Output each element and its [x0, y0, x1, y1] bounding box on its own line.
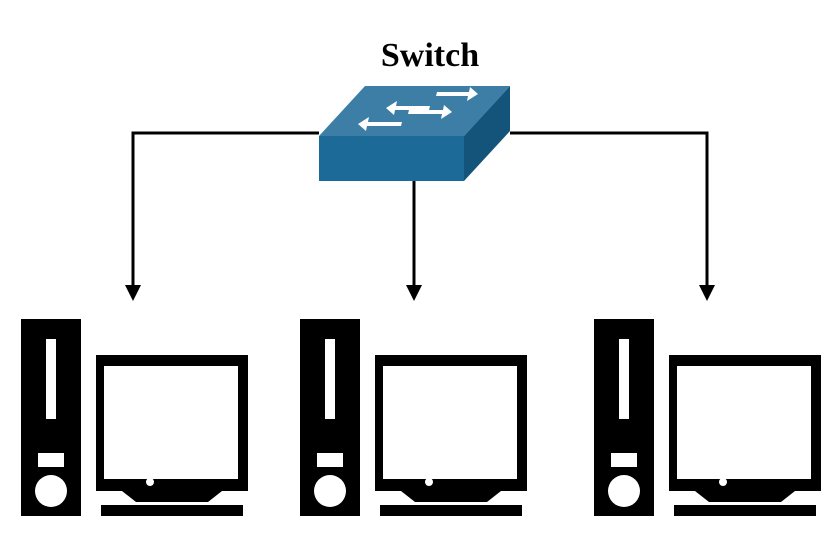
- link-left: [131, 131, 319, 290]
- desktop-computer-icon: [21, 319, 248, 516]
- network-links: [131, 131, 709, 290]
- desktop-computer-icon: [594, 319, 821, 516]
- computer-right: [594, 319, 821, 516]
- switch-arrows-icon: [358, 87, 478, 131]
- network-switch-icon: [319, 86, 510, 181]
- switch-front: [319, 136, 464, 181]
- switch-label: Switch: [381, 37, 479, 74]
- arrowhead-left: [125, 285, 141, 301]
- switch-side: [464, 86, 510, 181]
- link-arrowheads: [125, 285, 715, 301]
- computer-left: [21, 319, 248, 516]
- desktop-computer-icon: [300, 319, 527, 516]
- arrowhead-right: [699, 285, 715, 301]
- computer-center: [300, 319, 527, 516]
- link-right: [510, 131, 709, 290]
- arrowhead-center: [406, 285, 422, 301]
